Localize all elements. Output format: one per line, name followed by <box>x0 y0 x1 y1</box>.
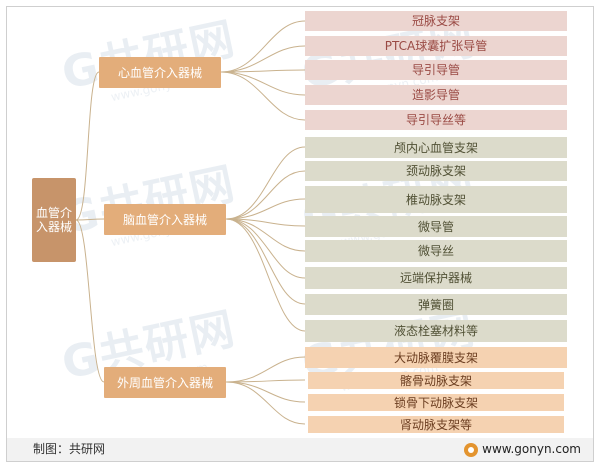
leaf-node: 锁骨下动脉支架 <box>308 394 564 411</box>
connector-root-cat2 <box>75 218 105 221</box>
leaf-node: 远端保护器械 <box>305 267 567 289</box>
leaf-node: 大动脉覆膜支架 <box>305 347 567 368</box>
root-node: 血管介入器械 <box>32 178 76 262</box>
connector-cat2-leaf <box>225 146 306 220</box>
connector-cat2-leaf <box>225 218 306 279</box>
site-url: www.gonyn.com <box>482 442 581 456</box>
connector-root-cat3 <box>75 219 105 383</box>
connector-root-cat1 <box>75 71 100 221</box>
leaf-node: 微导丝 <box>305 240 567 262</box>
leaf-node: 肾动脉支架等 <box>308 416 564 433</box>
leaf-node: 冠脉支架 <box>305 11 567 31</box>
connector-cat3-leaf <box>225 379 306 383</box>
connector-cat1-leaf <box>220 20 306 73</box>
leaf-node: 液态栓塞材料等 <box>305 320 567 342</box>
leaf-node: 导引导丝等 <box>305 110 567 130</box>
connector-cat2-leaf <box>225 218 306 227</box>
connector-cat2-leaf <box>225 198 306 220</box>
connector-cat1-leaf <box>220 71 306 121</box>
leaf-node: 椎动脉支架 <box>305 186 567 213</box>
leaf-node: 颈动脉支架 <box>305 161 567 181</box>
connector-cat1-leaf <box>220 71 306 96</box>
connector-cat3-leaf <box>225 356 306 383</box>
leaf-node: 髂骨动脉支架 <box>308 372 564 389</box>
gonyn-logo-icon <box>464 442 479 457</box>
connector-cat2-leaf <box>225 218 306 332</box>
connector-cat2-leaf <box>225 170 306 220</box>
connector-cat2-leaf <box>225 218 306 252</box>
connector-cat3-leaf <box>225 381 306 425</box>
leaf-node: 颅内心血管支架 <box>305 137 567 158</box>
leaf-node: 微导管 <box>305 216 567 237</box>
connector-cat3-leaf <box>225 381 306 403</box>
category-node-cardiovascular: 心血管介入器械 <box>99 57 221 88</box>
figure-frame <box>6 6 594 462</box>
connector-cat2-leaf <box>225 218 306 305</box>
leaf-node: 造影导管 <box>305 85 567 105</box>
category-node-peripheral: 外周血管介入器械 <box>104 367 226 398</box>
connector-cat1-leaf <box>220 45 306 73</box>
site-credit: www.gonyn.com <box>464 438 581 461</box>
leaf-node: 弹簧圈 <box>305 294 567 315</box>
connector-cat1-leaf <box>220 69 306 73</box>
footer-bar: 制图：共研网 www.gonyn.com <box>7 438 593 461</box>
leaf-node: PTCA球囊扩张导管 <box>305 36 567 56</box>
source-label: 制图：共研网 <box>33 442 106 456</box>
category-node-cerebrovascular: 脑血管介入器械 <box>104 204 226 235</box>
leaf-node: 导引导管 <box>305 60 567 80</box>
